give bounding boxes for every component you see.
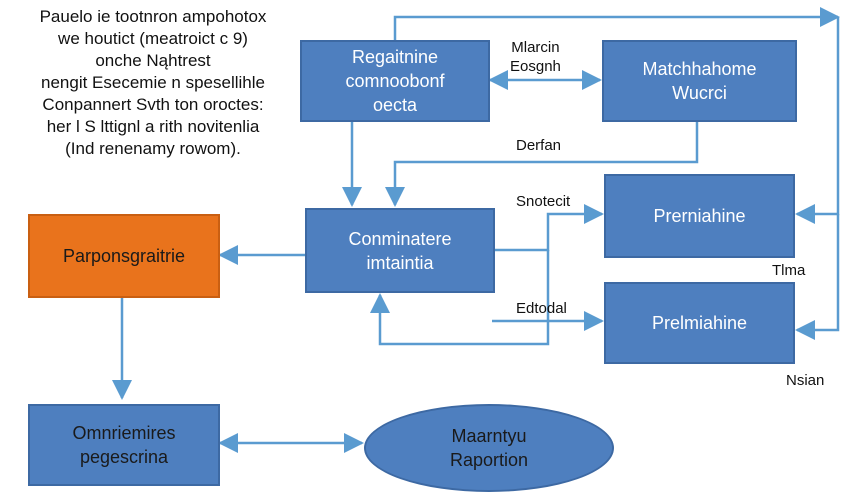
node-label: comnoobonf xyxy=(345,71,445,91)
node-top-left[interactable]: Regaitnine comnoobonf oecta xyxy=(300,40,490,122)
caption-line: nengit Esecemie n spesellihle xyxy=(41,73,265,92)
arrow-loop-up-to-center xyxy=(370,250,550,346)
edge-label-thna: Tlma xyxy=(772,262,806,279)
caption-line: (Ind renenamy rowom). xyxy=(65,139,241,158)
node-ellipse[interactable]: Maarntyu Raportion xyxy=(364,404,614,492)
node-right-low[interactable]: Prelmiahine xyxy=(604,282,795,364)
node-center[interactable]: Conminatere imtaintia xyxy=(305,208,495,293)
edge-label-snotect: Snotecit xyxy=(516,193,571,210)
arrow-right-outer-to-prerniahine xyxy=(795,17,840,224)
arrow-topright-down-center xyxy=(385,122,699,207)
caption-line: we houtict (meatroict c 9) xyxy=(58,29,248,48)
node-label: Regaitnine xyxy=(351,47,439,67)
node-label: Prerniahine xyxy=(653,206,746,226)
node-label: Omnriemires xyxy=(72,423,176,443)
node-label: Prelmiahine xyxy=(651,313,748,333)
arrow-center-to-prerniahine xyxy=(495,204,604,252)
node-top-right[interactable]: Matchhahome Wucrci xyxy=(602,40,797,122)
node-label: oecta xyxy=(372,95,418,115)
node-label: Wucrci xyxy=(672,83,727,103)
arrow-top-loop-right xyxy=(393,7,840,40)
node-label: Matchhahome xyxy=(642,59,757,79)
caption-line: her l S lttignl a rith novitenlia xyxy=(46,117,260,136)
node-label: Maarntyu xyxy=(451,426,527,446)
caption-line: onche Nąhtrest xyxy=(95,51,211,70)
edge-label-top: Mlarcin Eosgnh xyxy=(510,38,561,76)
caption-line: Pauelo ie tootnron ampohotox xyxy=(39,7,267,26)
node-label: imtaintia xyxy=(366,252,434,273)
caption-line: Conpannert Svth ton oroctes: xyxy=(42,95,264,114)
edge-label-deftan: Derfan xyxy=(516,137,562,154)
edge-label-line: Mlarcin xyxy=(511,39,560,56)
edge-label-edtodal: Edtodal xyxy=(516,300,567,317)
node-label: Raportion xyxy=(449,450,529,470)
arrow-right-outer-to-prelmiahine xyxy=(795,214,840,340)
node-right-mid[interactable]: Prerniahine xyxy=(604,174,795,258)
description-caption: Pauelo ie tootnron ampohotox we houtict … xyxy=(8,6,298,160)
edge-label-nsian: Nsian xyxy=(786,372,825,389)
node-label: pegescrina xyxy=(79,447,169,467)
edge-label-line: Eosgnh xyxy=(510,58,561,75)
node-label: Parponsgraitrie xyxy=(62,246,186,266)
node-bottom-left[interactable]: Omnriemires pegescrina xyxy=(28,404,220,486)
node-orange[interactable]: Parponsgraitrie xyxy=(28,214,220,298)
node-label: Conminatere xyxy=(348,228,452,249)
